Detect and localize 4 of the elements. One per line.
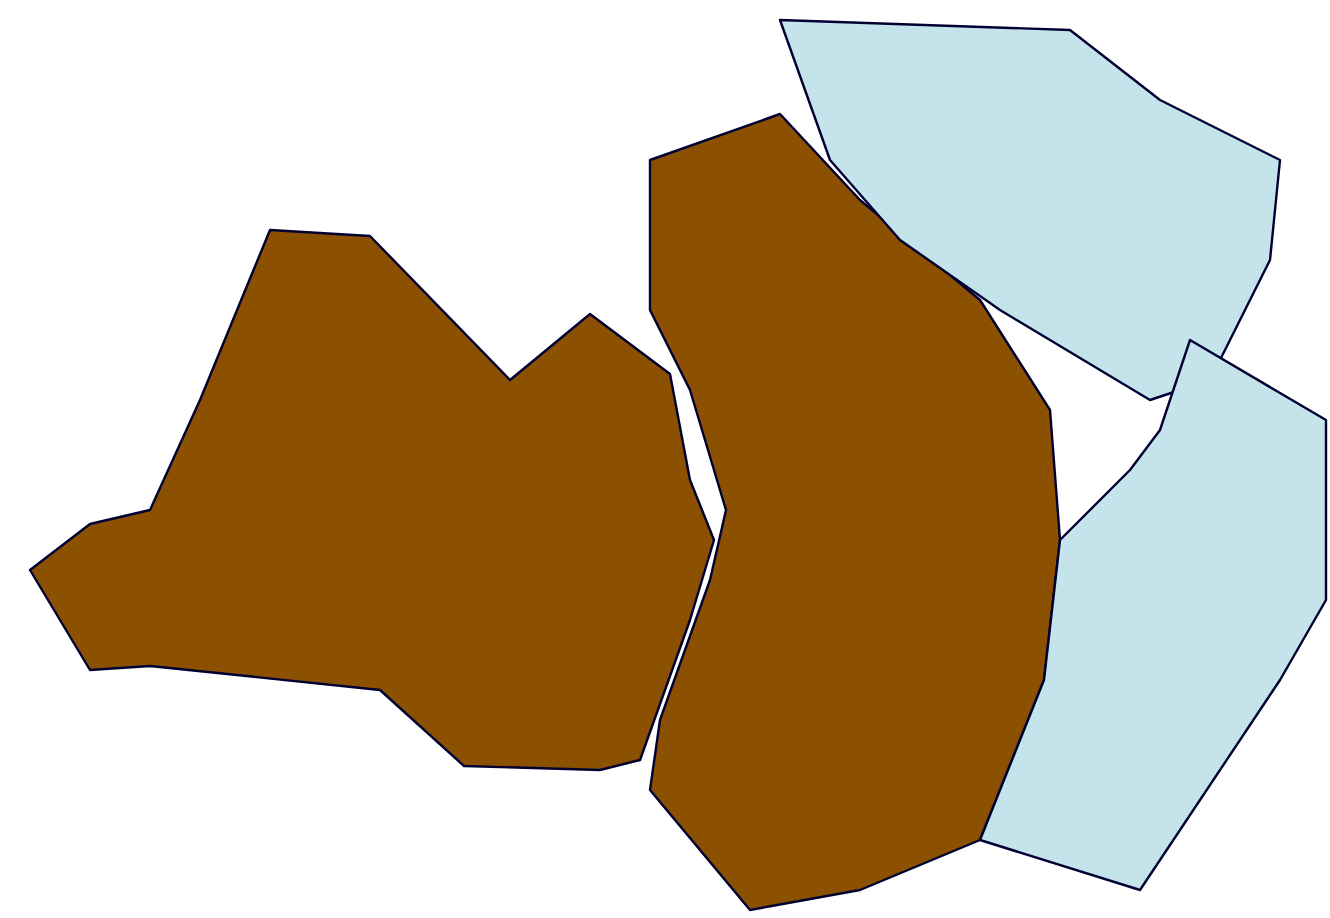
region-shape (978, 338, 1328, 892)
region-shape (648, 112, 1062, 912)
region-shape (28, 228, 716, 772)
region-shape (778, 18, 1282, 402)
